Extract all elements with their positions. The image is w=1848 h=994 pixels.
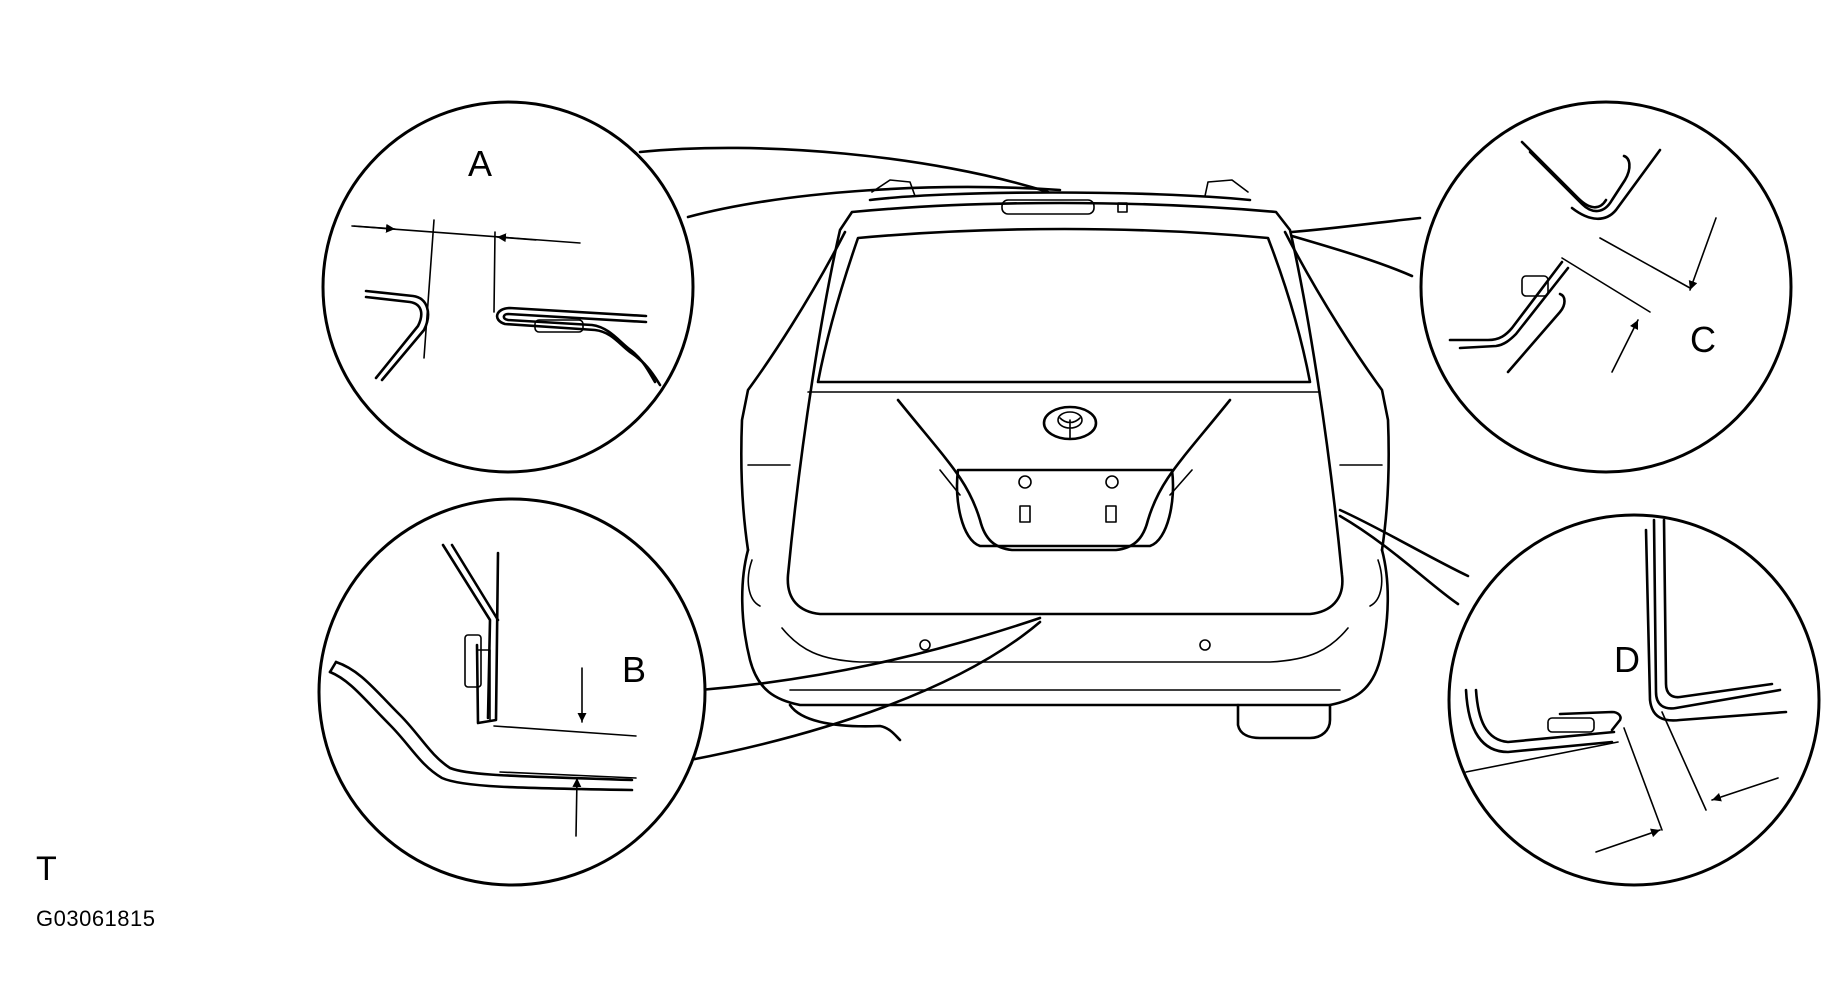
callout-b: B	[317, 497, 1042, 887]
callout-a-label: A	[468, 143, 492, 184]
figure-code: G03061815	[36, 906, 156, 931]
callout-a: A	[321, 100, 1062, 474]
callout-b-label: B	[622, 649, 646, 690]
callout-d-label: D	[1614, 639, 1640, 680]
vehicle-rear-view	[739, 179, 1391, 742]
callout-c: C	[1290, 100, 1793, 474]
callout-d: D	[1338, 508, 1821, 887]
corner-letter: T	[36, 850, 57, 888]
callout-c-label: C	[1690, 319, 1716, 360]
